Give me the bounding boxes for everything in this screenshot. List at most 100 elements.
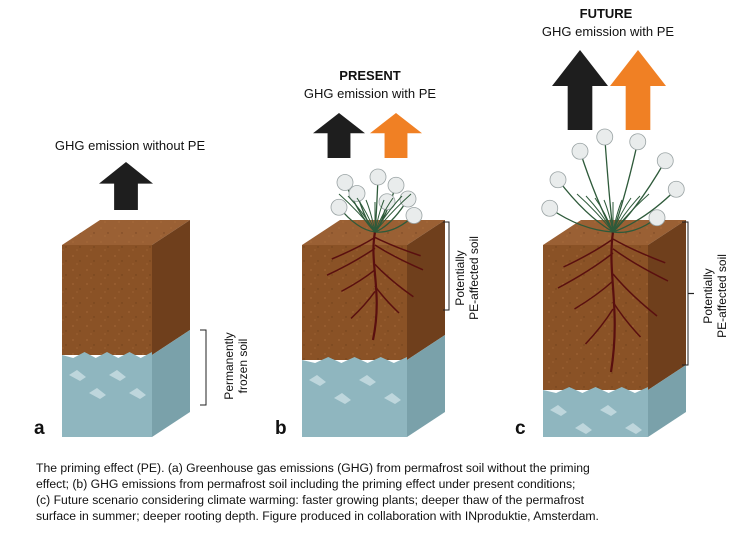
- panel-c-side-label-line1: Potentially: [701, 268, 715, 324]
- caption-line-4: surface in summer; deeper rooting depth.…: [36, 509, 599, 523]
- panel-c-leaf: [612, 199, 623, 233]
- panel-c-side-label-line2: PE-affected soil: [715, 254, 729, 338]
- panel-b-title: PRESENT: [339, 68, 401, 83]
- panel-c-frost-mark: [575, 423, 592, 434]
- panel-c-main-root: [609, 231, 616, 373]
- panel-a-side-soil: [152, 220, 190, 355]
- panel-b-cotton-head: [399, 190, 417, 208]
- panel-b-front-texture: [302, 245, 407, 360]
- panel-a-frost-mark: [89, 388, 106, 399]
- caption-line-1: The priming effect (PE). (a) Greenhouse …: [36, 461, 590, 475]
- panel-c-leaf: [585, 195, 614, 233]
- panel-a-bracket: [200, 329, 207, 406]
- panel-b-frost-mark: [334, 393, 351, 404]
- panel-c-leaf: [603, 199, 614, 233]
- panel-b-cotton-head: [405, 207, 423, 224]
- panel-a-heading: GHG emission without PE: [54, 138, 206, 153]
- panel-b-leaf: [374, 197, 394, 233]
- panel-b-leaf: [365, 199, 376, 233]
- panel-b-cotton-head: [369, 168, 387, 186]
- panel-c-cotton-head: [596, 128, 614, 146]
- panel-a-side-ice: [152, 330, 190, 437]
- panel-b-cotton-head: [378, 193, 396, 211]
- panel-c-side-label: Potentially PE-affected soil: [701, 236, 731, 356]
- panel-c-dark-arrow: [552, 50, 608, 130]
- panel-c-branch-root: [584, 308, 614, 345]
- panel-b-top-texture: [302, 220, 445, 245]
- panel-c-branch-root: [612, 301, 642, 338]
- panel-a-top-texture: [62, 220, 190, 245]
- panel-b-frost-mark: [309, 375, 326, 386]
- panel-c-subtitle: GHG emission with PE: [541, 24, 675, 39]
- panel-b-leaf: [356, 197, 376, 233]
- panel-a-letter: a: [34, 418, 45, 439]
- panel-a-soil-block: [62, 220, 190, 437]
- panel-b-side-ice: [407, 335, 445, 437]
- panel-c-stem: [579, 151, 614, 233]
- panel-c-cotton-head: [656, 152, 674, 170]
- panel-b-branch-root: [350, 290, 376, 319]
- panel-b-plant: [330, 168, 423, 233]
- panel-b-side-label-line1: Potentially: [453, 250, 467, 306]
- panel-c-leaf: [612, 193, 650, 233]
- panel-c-stem: [612, 141, 639, 233]
- panel-c-branch-root: [574, 280, 614, 310]
- panel-b-bracket: [443, 221, 450, 311]
- panel-c-plant: [541, 128, 685, 234]
- caption-line-3: (c) Future scenario considering climate …: [36, 493, 585, 507]
- panel-c-frost-mark: [550, 405, 567, 416]
- panel-a-front-ice: [62, 352, 152, 437]
- panel-a-side-label: Permanently frozen soil: [222, 311, 252, 421]
- panel-b-branch-root: [374, 285, 400, 314]
- panel-a-front-texture: [62, 245, 152, 355]
- panel-b-soil-block: [302, 220, 445, 437]
- panel-a-side-label-line2: frozen soil: [236, 338, 250, 394]
- panel-a-frost-mark: [109, 370, 126, 381]
- panel-b-branch-root: [374, 244, 424, 271]
- panel-b-cotton-head: [336, 174, 354, 191]
- panel-c-branch-root: [612, 273, 658, 317]
- panel-c-stem: [612, 160, 666, 233]
- panel-b-side-label-line2: PE-affected soil: [467, 236, 481, 320]
- panel-b-main-root: [371, 231, 378, 341]
- panel-b-roots: [326, 231, 424, 341]
- panel-b-subtitle: GHG emission with PE: [303, 86, 437, 101]
- panel-c-frost-mark: [625, 423, 642, 434]
- panel-b-branch-root: [341, 269, 376, 293]
- panel-c-letter: c: [515, 418, 526, 439]
- panel-b-side-label: Potentially PE-affected soil: [453, 218, 483, 338]
- panel-c-side-soil: [648, 220, 686, 390]
- panel-b-branch-root: [374, 263, 414, 298]
- panel-b-cotton-head: [387, 176, 405, 194]
- panel-c-frost-mark: [600, 405, 617, 416]
- panel-c-front-texture: [543, 245, 648, 390]
- panel-c-leaf: [594, 197, 614, 233]
- panel-c-orange-arrow: [610, 50, 666, 130]
- figure-caption: The priming effect (PE). (a) Greenhouse …: [36, 460, 726, 524]
- panel-c-cotton-head: [549, 171, 567, 189]
- panel-a-frost-mark: [129, 388, 146, 399]
- panel-c-branch-root: [612, 248, 669, 282]
- panel-b-front-ice: [302, 357, 407, 437]
- panel-b-letter: b: [275, 418, 287, 439]
- panel-b-leaf: [347, 195, 376, 233]
- panel-a-frost-mark: [69, 370, 86, 381]
- panel-a-dark-arrow: [99, 162, 153, 210]
- panel-b-leaf: [374, 199, 385, 233]
- panel-c-cotton-head: [667, 180, 685, 198]
- panel-b-orange-arrow: [370, 113, 422, 158]
- caption-line-2: effect; (b) GHG emissions from permafros…: [36, 477, 576, 491]
- panel-c-title: FUTURE: [579, 6, 633, 21]
- panel-b-frost-mark: [359, 375, 376, 386]
- panel-c-cotton-head: [541, 199, 559, 217]
- panel-c-leaf: [576, 193, 614, 233]
- panel-c-cotton-head: [629, 133, 647, 151]
- panel-b-dark-arrow: [313, 113, 365, 158]
- panel-c-side-ice: [648, 365, 686, 437]
- panel-b-cotton-head: [348, 185, 366, 202]
- panel-c-stem: [604, 136, 614, 233]
- panel-c-branch-root: [557, 252, 614, 289]
- panel-b-leaf: [374, 193, 412, 233]
- priming-effect-figure: GHG emission without PE Permanently froz…: [34, 6, 731, 439]
- panel-b-branch-root: [331, 236, 376, 260]
